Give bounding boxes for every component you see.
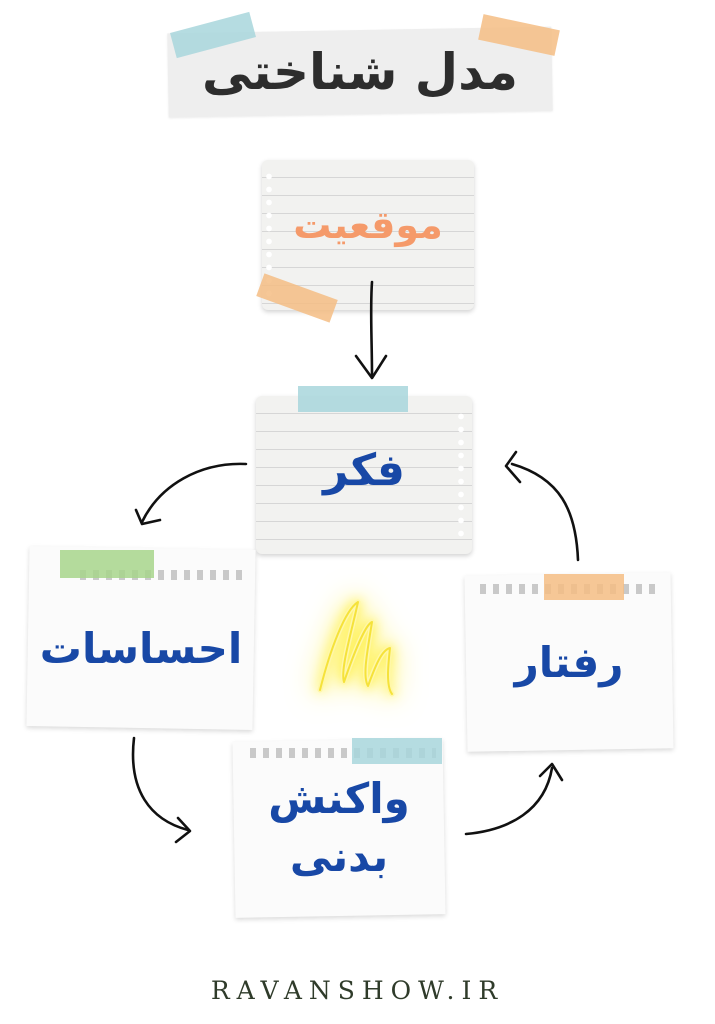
situation-note bbox=[262, 160, 474, 310]
thought-label: فکر bbox=[323, 444, 405, 496]
thought-note-holes bbox=[456, 410, 466, 540]
situation-note-holes bbox=[264, 170, 274, 300]
physical-label-line1: واکنش bbox=[268, 773, 410, 823]
physical-tape bbox=[352, 738, 442, 764]
arrow-feelings-to-physical-head bbox=[174, 816, 192, 844]
feelings-label: احساسات bbox=[39, 623, 243, 673]
thought-note bbox=[256, 396, 472, 554]
physical-label-line2: بدنی bbox=[289, 831, 389, 881]
arrow-behavior-to-thought-head bbox=[504, 450, 522, 484]
thought-tape bbox=[298, 386, 408, 412]
yellow-neon-scribble-icon bbox=[317, 599, 395, 697]
page-title: مدل شناختی bbox=[202, 43, 519, 101]
arrow-situation-to-thought-head bbox=[354, 354, 388, 380]
behavior-tape bbox=[544, 574, 624, 600]
arrow-thought-to-feelings bbox=[140, 462, 248, 524]
arrow-physical-to-behavior bbox=[464, 766, 554, 836]
situation-label: موقعیت bbox=[293, 203, 443, 247]
arrow-situation-to-thought bbox=[369, 280, 374, 378]
arrow-thought-to-feelings-head bbox=[134, 508, 162, 526]
behavior-label: رفتار bbox=[514, 637, 624, 687]
arrow-feelings-to-physical bbox=[131, 736, 190, 832]
arrow-behavior-to-thought bbox=[510, 462, 580, 562]
feelings-tape bbox=[60, 550, 154, 578]
footer-website: RAVANSHOW.IR bbox=[210, 975, 505, 1005]
arrow-physical-to-behavior-head bbox=[538, 762, 564, 782]
